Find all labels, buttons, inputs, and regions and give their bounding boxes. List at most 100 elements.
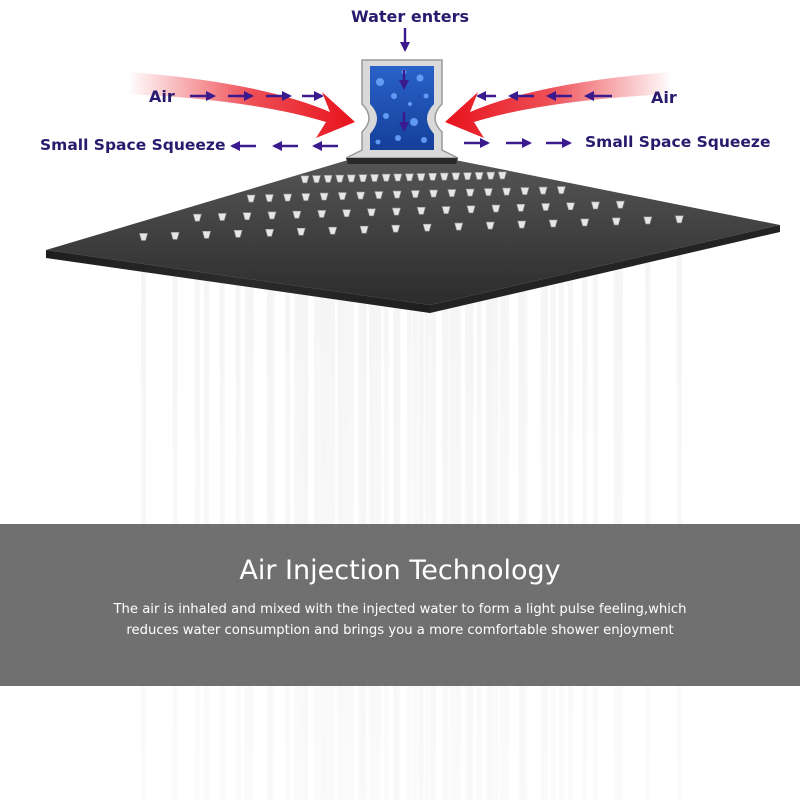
nozzle — [454, 222, 464, 231]
water-stream — [412, 194, 418, 800]
nozzle — [517, 220, 527, 229]
water-stream — [582, 222, 588, 800]
water-stream — [418, 211, 424, 800]
nozzle — [370, 174, 379, 182]
shower-head-plate — [46, 160, 780, 313]
nozzle — [359, 225, 369, 234]
nozzle — [466, 205, 476, 214]
nozzle — [296, 227, 306, 236]
nozzle — [265, 228, 274, 237]
water-stream — [592, 205, 598, 800]
water-stream — [519, 225, 525, 800]
nozzle — [312, 175, 321, 183]
nozzle — [441, 206, 451, 214]
nozzle — [217, 213, 227, 221]
air-label-right: Air — [651, 88, 677, 107]
water-stream — [464, 176, 470, 800]
nozzle — [301, 193, 311, 201]
nozzle — [233, 230, 243, 238]
water-stream — [294, 215, 300, 800]
water-stream — [617, 205, 623, 800]
nozzle — [283, 193, 292, 202]
nozzle — [381, 173, 391, 182]
nozzle — [429, 189, 438, 198]
nozzle — [416, 207, 426, 215]
nozzle — [674, 215, 684, 224]
nozzle — [486, 171, 496, 180]
nozzle — [416, 173, 426, 181]
water-stream — [267, 233, 273, 800]
nozzle — [451, 172, 461, 181]
nozzle — [267, 211, 277, 220]
water-stream — [443, 210, 449, 800]
water-stream — [319, 214, 325, 800]
nozzle — [556, 186, 566, 194]
nozzle — [139, 233, 148, 241]
nozzle — [463, 172, 472, 180]
nozzle — [483, 188, 493, 196]
squeeze-label-left: Small Space Squeeze — [40, 136, 226, 154]
nozzle — [474, 172, 484, 180]
banner-description-line-2: reduces water consumption and brings you… — [126, 623, 674, 638]
water-stream — [376, 195, 382, 800]
nozzle-grid — [139, 171, 684, 241]
water-stream — [303, 197, 309, 800]
water-streams — [141, 175, 682, 800]
banner-description-line-1: The air is inhaled and mixed with the in… — [113, 602, 687, 617]
nozzle — [346, 174, 356, 183]
caption-banner — [0, 524, 800, 686]
water-stream — [476, 176, 482, 800]
air-arrow-right — [445, 72, 672, 138]
nozzle — [541, 203, 551, 211]
nozzle — [615, 200, 625, 209]
nozzle — [410, 190, 420, 198]
nozzle — [611, 217, 621, 226]
water-stream — [453, 176, 459, 800]
water-stream — [235, 234, 241, 800]
water-stream — [339, 196, 345, 800]
nozzle — [538, 186, 548, 195]
water-stream — [499, 175, 505, 800]
water-stream — [676, 219, 682, 800]
nozzle — [566, 202, 575, 211]
water-stream — [449, 193, 455, 800]
water-stream — [141, 237, 147, 800]
nozzle — [465, 188, 475, 197]
nozzle — [342, 209, 352, 217]
nozzle — [374, 191, 384, 199]
nozzle — [170, 232, 180, 240]
water-stream — [358, 196, 364, 800]
nozzle — [319, 192, 329, 201]
water-stream — [406, 177, 412, 800]
water-stream — [487, 226, 493, 800]
nozzle — [516, 203, 526, 212]
banner-title: Air Injection Technology — [239, 555, 561, 586]
squeeze-label-right: Small Space Squeeze — [585, 133, 771, 151]
nozzle — [393, 173, 403, 182]
water-stream — [337, 179, 343, 800]
water-stream — [325, 179, 331, 800]
water-enters-label: Water enters — [351, 7, 469, 26]
water-stream — [393, 229, 399, 800]
nozzle — [447, 189, 457, 197]
nozzle — [591, 201, 600, 210]
water-stream — [543, 207, 549, 800]
nozzle — [300, 175, 310, 184]
nozzle — [643, 216, 653, 225]
water-stream — [468, 209, 474, 800]
water-stream — [613, 221, 619, 800]
nozzle — [358, 174, 368, 182]
injection-chamber — [345, 59, 459, 164]
water-stream — [424, 228, 430, 800]
water-stream — [645, 220, 651, 800]
water-stream — [540, 191, 546, 800]
nozzle — [335, 174, 345, 183]
nozzle — [317, 210, 327, 218]
water-stream — [522, 191, 528, 800]
nozzle — [202, 231, 211, 239]
nozzle — [242, 212, 252, 220]
water-stream — [558, 190, 564, 800]
water-stream — [368, 212, 374, 800]
water-stream — [348, 178, 354, 800]
